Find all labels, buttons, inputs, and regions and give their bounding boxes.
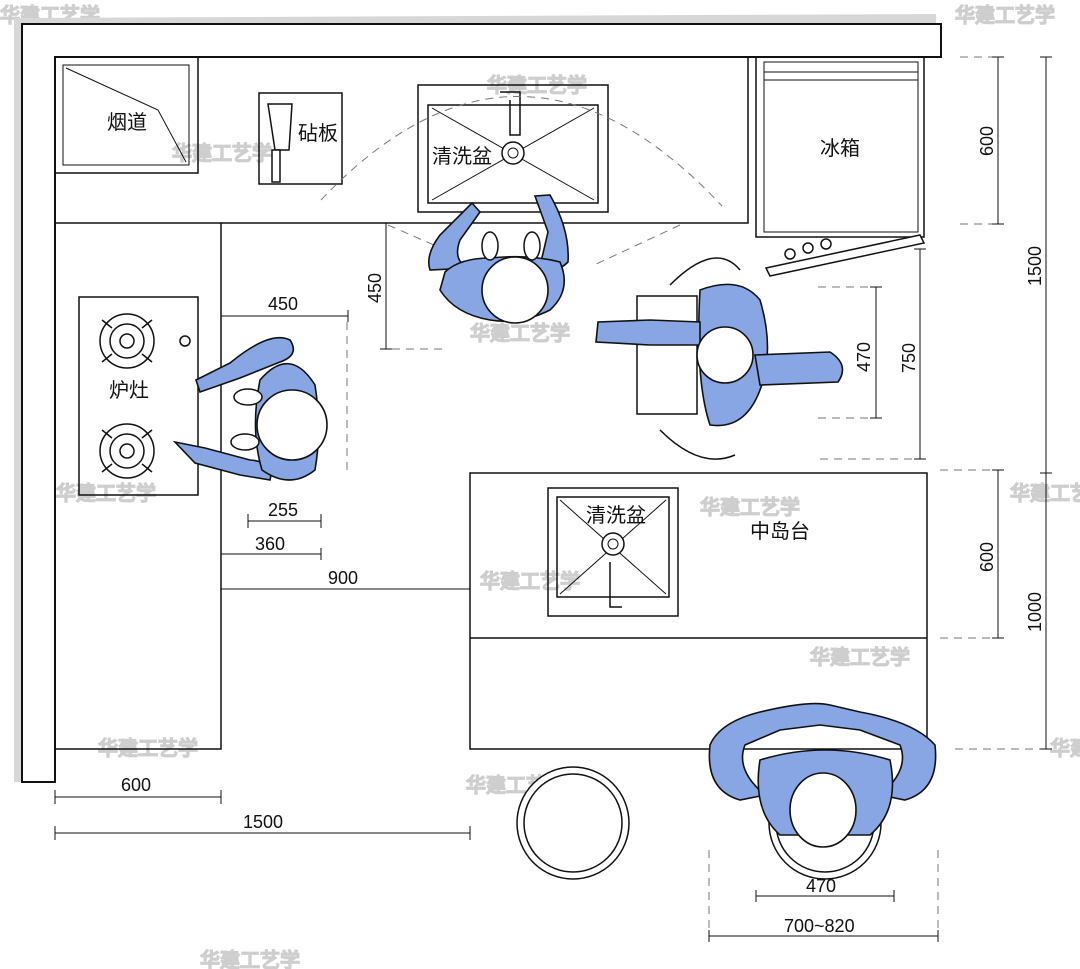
fridge-outline <box>755 56 925 238</box>
burner-icon <box>99 313 155 369</box>
person-at-sink <box>427 194 569 324</box>
flue-inner <box>62 64 190 166</box>
burner-icon <box>99 423 155 479</box>
arm <box>595 319 701 346</box>
flue-label: 烟道 <box>107 110 147 134</box>
knob-icon <box>179 335 191 347</box>
arm <box>195 336 295 394</box>
dim-470-bottom: 470 <box>806 876 836 896</box>
watermark: 华建工艺学 <box>98 736 198 760</box>
knife-blade-icon <box>267 103 293 151</box>
fridge: 冰箱 <box>755 56 926 277</box>
person-on-stool <box>708 702 937 848</box>
watermark: 华建工艺学 <box>480 569 580 593</box>
head <box>789 772 857 848</box>
watermark: 华建工艺学 <box>700 495 800 519</box>
island-sink-label: 清洗盆 <box>586 503 646 527</box>
dim-700-820: 700~820 <box>784 916 855 936</box>
fridge-label: 冰箱 <box>820 136 860 160</box>
sink-basin <box>427 104 599 204</box>
stove: 炉灶 <box>78 296 199 496</box>
wall-shadow <box>14 14 936 782</box>
faucet-icon <box>500 91 521 136</box>
dim-750: 750 <box>899 343 919 373</box>
fridge-drawer <box>636 295 698 415</box>
person-at-stove <box>172 336 328 481</box>
dim-600-mid-right: 600 <box>977 542 997 572</box>
watermark: 华建工艺学 <box>810 645 910 669</box>
watermark: 华建工艺学 <box>200 948 300 969</box>
knife-handle-icon <box>271 149 281 183</box>
watermark: 华建工艺学 <box>470 321 570 345</box>
dim-450-vertical: 450 <box>365 273 385 303</box>
cutting-board-outline <box>258 92 343 185</box>
dim-1500-right: 1500 <box>1025 246 1045 286</box>
fridge-door <box>764 234 926 277</box>
cutting-board-label: 砧板 <box>298 121 338 145</box>
dim-1000: 1000 <box>1025 592 1045 632</box>
left-counter <box>55 222 222 750</box>
top-counter-edge <box>221 57 749 224</box>
wall <box>21 23 942 783</box>
island-sink-basin <box>556 496 670 598</box>
dim-255: 255 <box>268 500 298 520</box>
island-label: 中岛台 <box>750 519 810 543</box>
island-outline <box>469 472 928 750</box>
island-sink-outer <box>547 487 679 617</box>
dim-470-right: 470 <box>854 342 874 372</box>
head <box>256 389 328 461</box>
watermark: 华建工艺学 <box>1050 736 1080 760</box>
drain-icon <box>601 532 625 556</box>
dim-450-horizontal: 450 <box>268 294 298 314</box>
dim-360: 360 <box>255 534 285 554</box>
counters <box>54 56 749 750</box>
reach-arc <box>320 96 723 207</box>
watermark: 华建工艺学 <box>172 141 272 165</box>
stove-outline <box>78 296 199 496</box>
cutting-board: 砧板 <box>258 92 343 185</box>
knob-icon <box>802 242 814 254</box>
island: 清洗盆 中岛台 <box>469 472 928 750</box>
watermark: 华建工艺学 <box>955 3 1055 27</box>
knob-icon <box>820 238 832 250</box>
watermark: 华建工艺学 <box>56 481 156 505</box>
dim-600-top-right: 600 <box>977 126 997 156</box>
watermark: 华建工艺学 <box>1010 481 1080 505</box>
person-at-fridge <box>595 257 844 460</box>
walls <box>14 14 942 783</box>
faucet-icon <box>609 562 622 608</box>
head <box>481 256 549 324</box>
top-sink-label: 清洗盆 <box>432 144 492 168</box>
knob-icon <box>784 248 796 260</box>
flue-box <box>54 56 199 174</box>
stove-label: 炉灶 <box>109 378 149 402</box>
sink-outer <box>417 84 609 213</box>
fridge-inner <box>763 61 919 233</box>
dim-600-bottom: 600 <box>121 775 151 795</box>
top-sink: 清洗盆 <box>417 84 609 213</box>
dim-1500-bottom: 1500 <box>243 812 283 832</box>
dimensions: 450 450 255 360 900 600 1500 470 750 600 <box>54 56 1052 942</box>
arm <box>754 351 844 386</box>
drain-icon <box>501 141 525 165</box>
dim-900: 900 <box>328 568 358 588</box>
flue-diagonal <box>65 67 187 163</box>
head <box>696 326 754 384</box>
